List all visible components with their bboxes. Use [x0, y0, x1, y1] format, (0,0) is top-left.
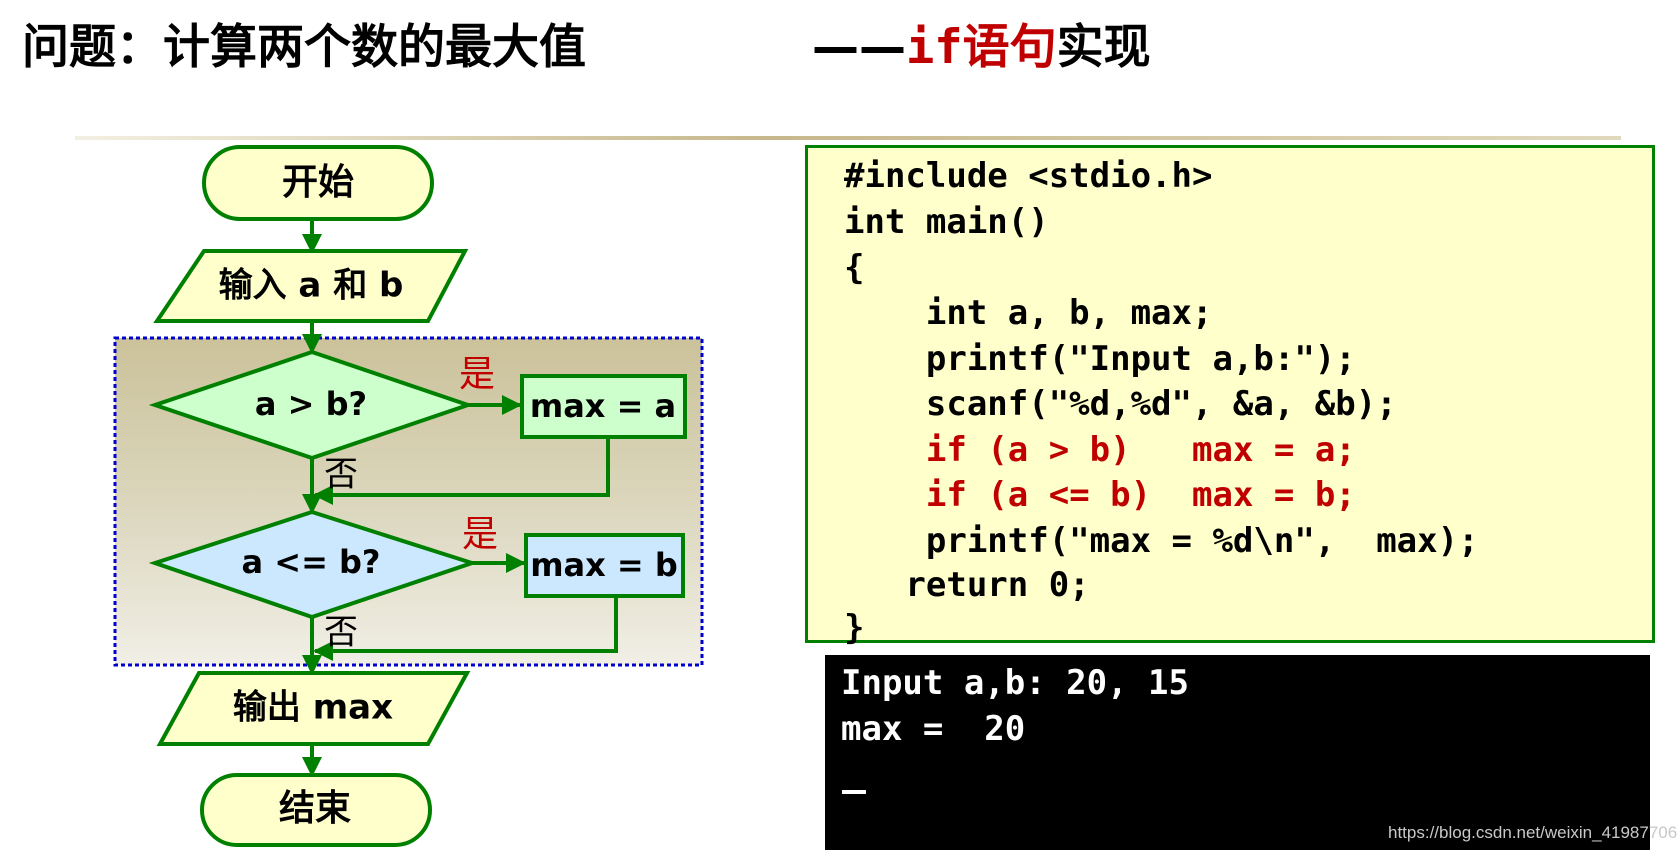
title-main: 问题：计算两个数的最大值 — [22, 20, 586, 75]
decision1-no-label: 否 — [324, 455, 358, 495]
title-keyword: if — [906, 20, 963, 75]
process1-label: max = a — [530, 387, 676, 425]
code-line: scanf("%d,%d", &a, &b); — [844, 384, 1397, 424]
title-tail: 实现 — [1056, 20, 1151, 75]
code-line: } — [844, 608, 865, 648]
code-line: return 0; — [844, 565, 1090, 605]
console-line: Input a,b: 20, 15 — [841, 663, 1189, 703]
end-terminal — [200, 773, 432, 847]
title-red-text: 语句 — [962, 20, 1057, 75]
end-label: 结束 — [279, 788, 351, 829]
decision1-label: a > b? — [255, 385, 367, 423]
start-label: 开始 — [282, 162, 354, 203]
decision1-diamond — [148, 349, 475, 461]
code-line: { — [844, 248, 865, 288]
code-line-if-keyword: if (a <= b) max = b; — [925, 475, 1356, 515]
code-line: printf("Input a,b:"); — [844, 339, 1356, 379]
title-subtitle: ——if语句实现 — [812, 8, 1151, 77]
process2-box — [524, 533, 685, 598]
decision2-diamond — [148, 509, 479, 620]
input-parallelogram — [153, 249, 469, 323]
output-label: 输出 max — [233, 688, 393, 728]
console-line: max = 20 — [841, 709, 1026, 749]
code-line-if-keyword: if (a > b) max = a; — [925, 430, 1356, 470]
process2-label: max = b — [530, 546, 678, 584]
output-parallelogram — [156, 671, 471, 746]
watermark: https://blog.csdn.net/weixin_41987706 — [1388, 823, 1677, 842]
input-label: 输入 a 和 b — [219, 266, 404, 306]
console-cursor — [842, 790, 866, 794]
title-dash: —— — [812, 20, 906, 75]
decision1-yes-label: 是 — [459, 354, 495, 395]
start-terminal — [202, 145, 434, 221]
title-divider — [75, 136, 1621, 140]
code-line: #include <stdio.h> — [844, 156, 1213, 196]
code-line: printf("max = %d\n", max); — [844, 521, 1479, 561]
flowchart: 开始 输入 a 和 b a > b? 是 max = a 否 a <= b? 是… — [113, 145, 704, 847]
decision2-label: a <= b? — [242, 543, 381, 581]
arrow-process1-return — [313, 437, 610, 505]
console-output: Input a,b: 20, 15 max = 20 — [825, 655, 1650, 850]
slide-title: 问题：计算两个数的最大值 ——if语句实现 — [22, 8, 1222, 77]
code-line: int a, b, max; — [844, 293, 1213, 333]
code-line: int main() — [844, 202, 1049, 242]
decision2-yes-label: 是 — [462, 514, 498, 555]
decision2-no-label: 否 — [324, 613, 358, 653]
process1-box — [520, 374, 687, 439]
arrow-process2-return — [313, 597, 618, 661]
code-panel: #include <stdio.h> int main() { int a, b… — [805, 145, 1655, 648]
